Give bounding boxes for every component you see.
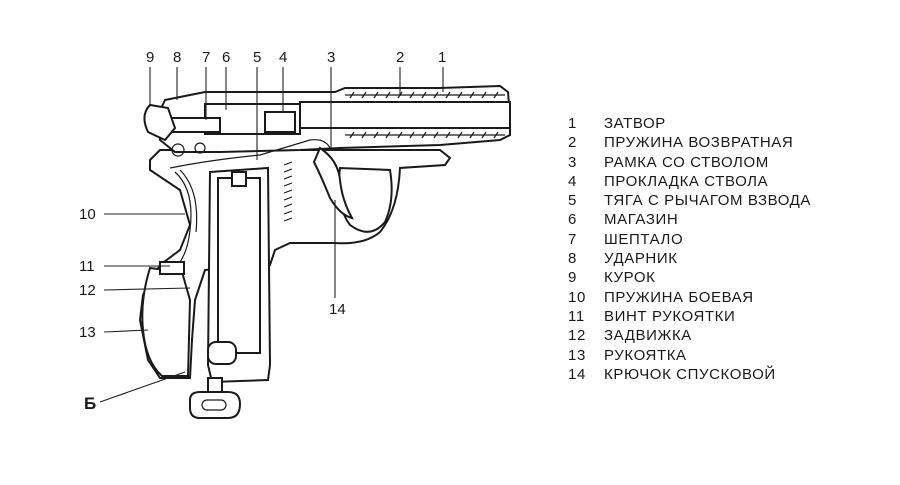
legend-number: 9 — [568, 269, 577, 287]
callout-14: 14 — [329, 301, 346, 318]
legend-item: 3 РАМКА СО СТВОЛОМ — [568, 153, 868, 172]
legend-label: ВИНТ РУКОЯТКИ — [604, 307, 736, 325]
grip-screw — [159, 261, 185, 275]
callout-7: 7 — [202, 49, 210, 66]
legend-label: ЗАДВИЖКА — [604, 327, 692, 345]
legend-label: КУРОК — [604, 269, 656, 287]
legend-item: 4 ПРОКЛАДКА СТВОЛА — [568, 172, 868, 191]
legend-item: 1 ЗАТВОР — [568, 114, 868, 133]
callout-1: 1 — [438, 49, 446, 66]
legend-label: ПРУЖИНА ВОЗВРАТНАЯ — [604, 134, 794, 152]
legend-label: УДАРНИК — [604, 250, 678, 268]
callout-4: 4 — [279, 49, 287, 66]
legend-number: 13 — [568, 346, 586, 364]
slide — [156, 84, 511, 153]
callout-12: 12 — [79, 282, 96, 299]
frame — [138, 149, 452, 379]
trigger — [312, 146, 354, 220]
legend-number: 6 — [568, 211, 577, 229]
legend-label: МАГАЗИН — [604, 211, 679, 229]
callout-3: 3 — [327, 49, 335, 66]
leader-lines — [99, 67, 444, 403]
callout-11: 11 — [79, 258, 95, 275]
legend-item: 2 ПРУЖИНА ВОЗВРАТНАЯ — [568, 133, 868, 152]
legend-number: 3 — [568, 153, 577, 171]
legend-number: 11 — [568, 307, 585, 325]
magazine — [189, 166, 272, 419]
parts-legend: 1 ЗАТВОР 2 ПРУЖИНА ВОЗВРАТНАЯ 3 РАМКА СО СТВО… — [568, 114, 868, 384]
legend-item: 13 РУКОЯТКА — [568, 346, 868, 365]
legend-number: 1 — [568, 115, 577, 132]
legend-label: ПРУЖИНА БОЕВАЯ — [604, 288, 754, 306]
legend-number: 4 — [568, 172, 577, 190]
callout-6: 6 — [222, 49, 230, 66]
callout-8: 8 — [173, 49, 181, 66]
legend-number: 14 — [568, 365, 586, 383]
legend-label: РАМКА СО СТВОЛОМ — [604, 153, 769, 171]
legend-item: 8 УДАРНИК — [568, 249, 868, 268]
legend-number: 10 — [568, 288, 586, 306]
callout-10: 10 — [79, 206, 96, 223]
legend-item: 14 КРЮЧОК СПУСКОВОЙ — [568, 365, 868, 384]
callout-13: 13 — [79, 324, 96, 341]
legend-number: 8 — [568, 250, 577, 268]
springs — [169, 139, 331, 263]
hammer — [143, 103, 206, 157]
legend-label: ТЯГА С РЫЧАГОМ ВЗВОДА — [604, 192, 812, 210]
legend-label: ПРОКЛАДКА СТВОЛА — [604, 172, 769, 190]
legend-label: ШЕПТАЛО — [604, 230, 684, 248]
legend-label: КРЮЧОК СПУСКОВОЙ — [604, 365, 776, 383]
legend-item: 7 ШЕПТАЛО — [568, 230, 868, 249]
legend-number: 2 — [568, 134, 577, 152]
legend-item: 12 ЗАДВИЖКА — [568, 326, 868, 345]
legend-item: 5 ТЯГА С РЫЧАГОМ ВЗВОДА — [568, 191, 868, 210]
legend-item: 11 ВИНТ РУКОЯТКИ — [568, 307, 868, 326]
callout-2: 2 — [396, 49, 404, 66]
legend-number: 12 — [568, 327, 586, 345]
callout-b: Б — [84, 394, 96, 413]
legend-label: ЗАТВОР — [604, 115, 666, 132]
legend-item: 9 КУРОК — [568, 268, 868, 287]
legend-label: РУКОЯТКА — [604, 346, 687, 364]
legend-item: 10 ПРУЖИНА БОЕВАЯ — [568, 288, 868, 307]
legend-number: 7 — [568, 230, 577, 248]
callout-5: 5 — [253, 49, 261, 66]
callout-labels: 1 2 3 4 5 6 7 8 9 10 11 12 13 14 Б — [79, 49, 446, 413]
callout-9: 9 — [146, 49, 154, 66]
legend-number: 5 — [568, 192, 577, 210]
legend-item: 6 МАГАЗИН — [568, 210, 868, 229]
